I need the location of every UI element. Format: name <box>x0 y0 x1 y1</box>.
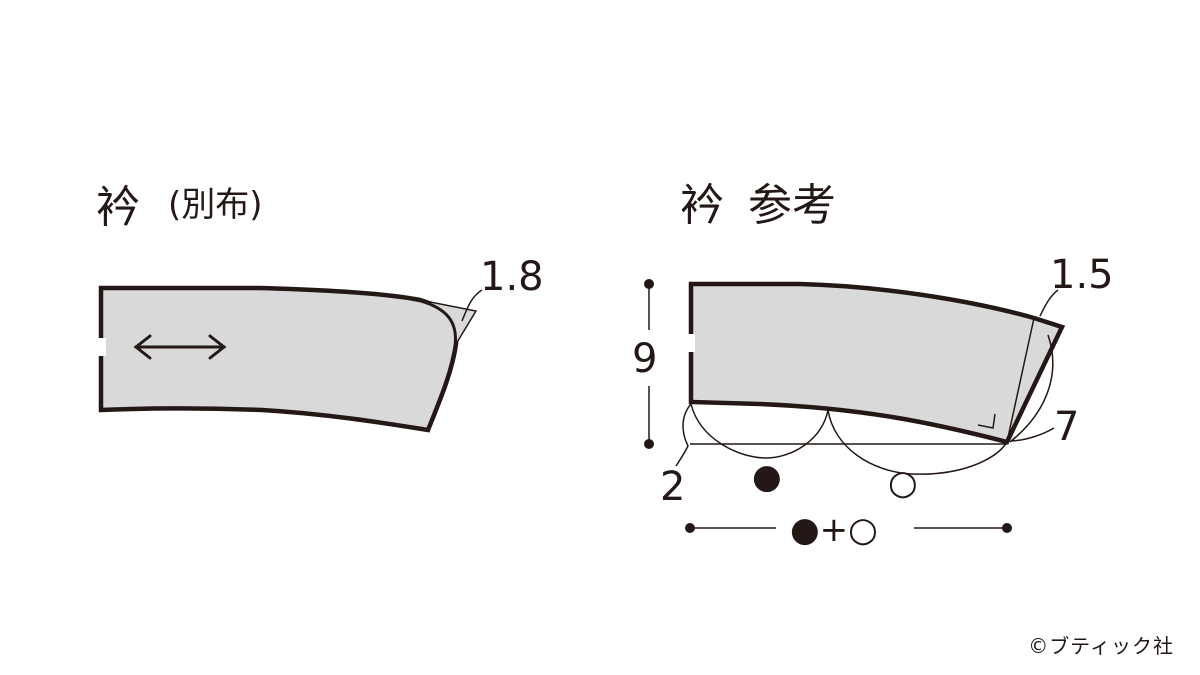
left-fold-gap <box>97 338 106 356</box>
left-seam-allowance-label: 1.8 <box>480 254 544 300</box>
segment-filled-symbol: ● <box>752 457 782 497</box>
right-segment-filled-arc <box>690 403 829 459</box>
right-fold-gap <box>686 334 695 352</box>
right-angle-mark-icon <box>977 413 996 429</box>
right-end-height-label: 7 <box>1054 404 1079 450</box>
right-height-label: 9 <box>632 336 657 382</box>
right-height-dimension <box>644 279 654 449</box>
right-end-arc <box>1009 334 1054 443</box>
right-collar-shape <box>688 281 1066 445</box>
right-end-leader <box>1011 427 1055 442</box>
left-allowance-leader <box>461 289 483 322</box>
total-length-formula: ●+○ <box>790 510 878 550</box>
copyright-text: ©ブティック社 <box>1028 634 1174 658</box>
left-corner-allowance <box>419 299 478 345</box>
right-bottom-offset-leader <box>675 403 692 467</box>
segment-open-symbol: ○ <box>888 463 918 503</box>
right-top-offset-label: 1.5 <box>1050 252 1114 298</box>
left-subtitle: (別布) <box>168 185 263 225</box>
left-title: 衿 <box>96 182 140 233</box>
right-subtitle: 参考 <box>748 180 836 231</box>
right-title: 衿 <box>680 180 724 231</box>
left-collar-shape <box>98 285 459 433</box>
right-segment-open-arc <box>827 409 1008 475</box>
right-top-leader <box>1039 289 1059 317</box>
right-construction-line <box>1006 317 1035 443</box>
left-grain-arrow-icon <box>133 334 227 360</box>
total-length-dimension <box>685 523 1012 533</box>
right-bottom-offset-label: 2 <box>660 464 685 510</box>
